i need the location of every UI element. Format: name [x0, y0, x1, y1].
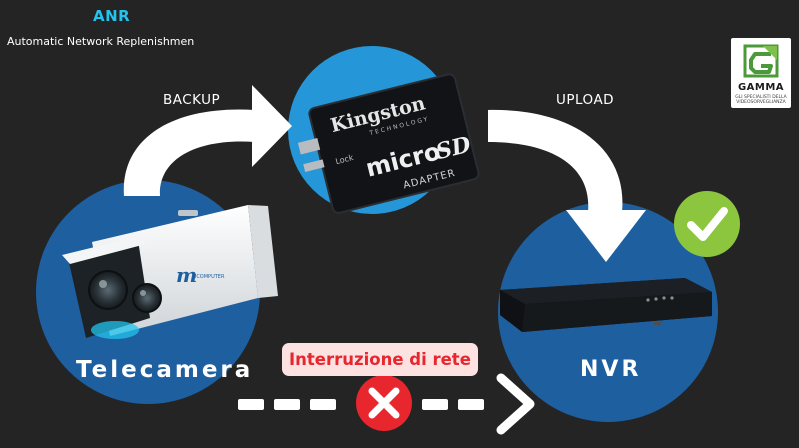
page-subtitle: Automatic Network Replenishmen [7, 35, 195, 48]
gamma-logo-name: GAMMA [737, 82, 785, 93]
sd-lock-text: Lock [335, 153, 355, 166]
backup-arrow [123, 85, 292, 196]
camera-brand-mark: m [176, 263, 197, 287]
camera-label: Telecamera [76, 357, 254, 383]
upload-label: UPLOAD [556, 92, 615, 108]
gamma-logo-tagline-2: VIDEOSORVEGLIANZA [736, 100, 786, 105]
nvr-label: NVR [580, 357, 642, 382]
gamma-logo-tagline: GLI SPECIALISTI DELLA VIDEOSORVEGLIANZA [733, 95, 789, 105]
gamma-logo: GAMMA GLI SPECIALISTI DELLA VIDEOSORVEGL… [731, 38, 791, 108]
backup-label: BACKUP [163, 92, 221, 108]
camera-brand-text: MCOMPUTER [192, 274, 225, 280]
gamma-logo-mark [743, 44, 779, 78]
camera-image: m MCOMPUTER [62, 205, 278, 339]
interruption-badge: Interruzione di rete [282, 343, 478, 376]
sd-card-image: Kingston TECHNOLOGY Lock micro SD ADAPTE… [297, 73, 480, 214]
page-title: ANR [93, 7, 131, 25]
nvr-image [500, 278, 712, 332]
interruption-arrow [238, 373, 535, 435]
gamma-logo-tagline-1: GLI SPECIALISTI DELLA [735, 95, 787, 100]
upload-arrow [488, 109, 646, 262]
x-icon [356, 375, 412, 431]
check-icon [674, 191, 740, 257]
